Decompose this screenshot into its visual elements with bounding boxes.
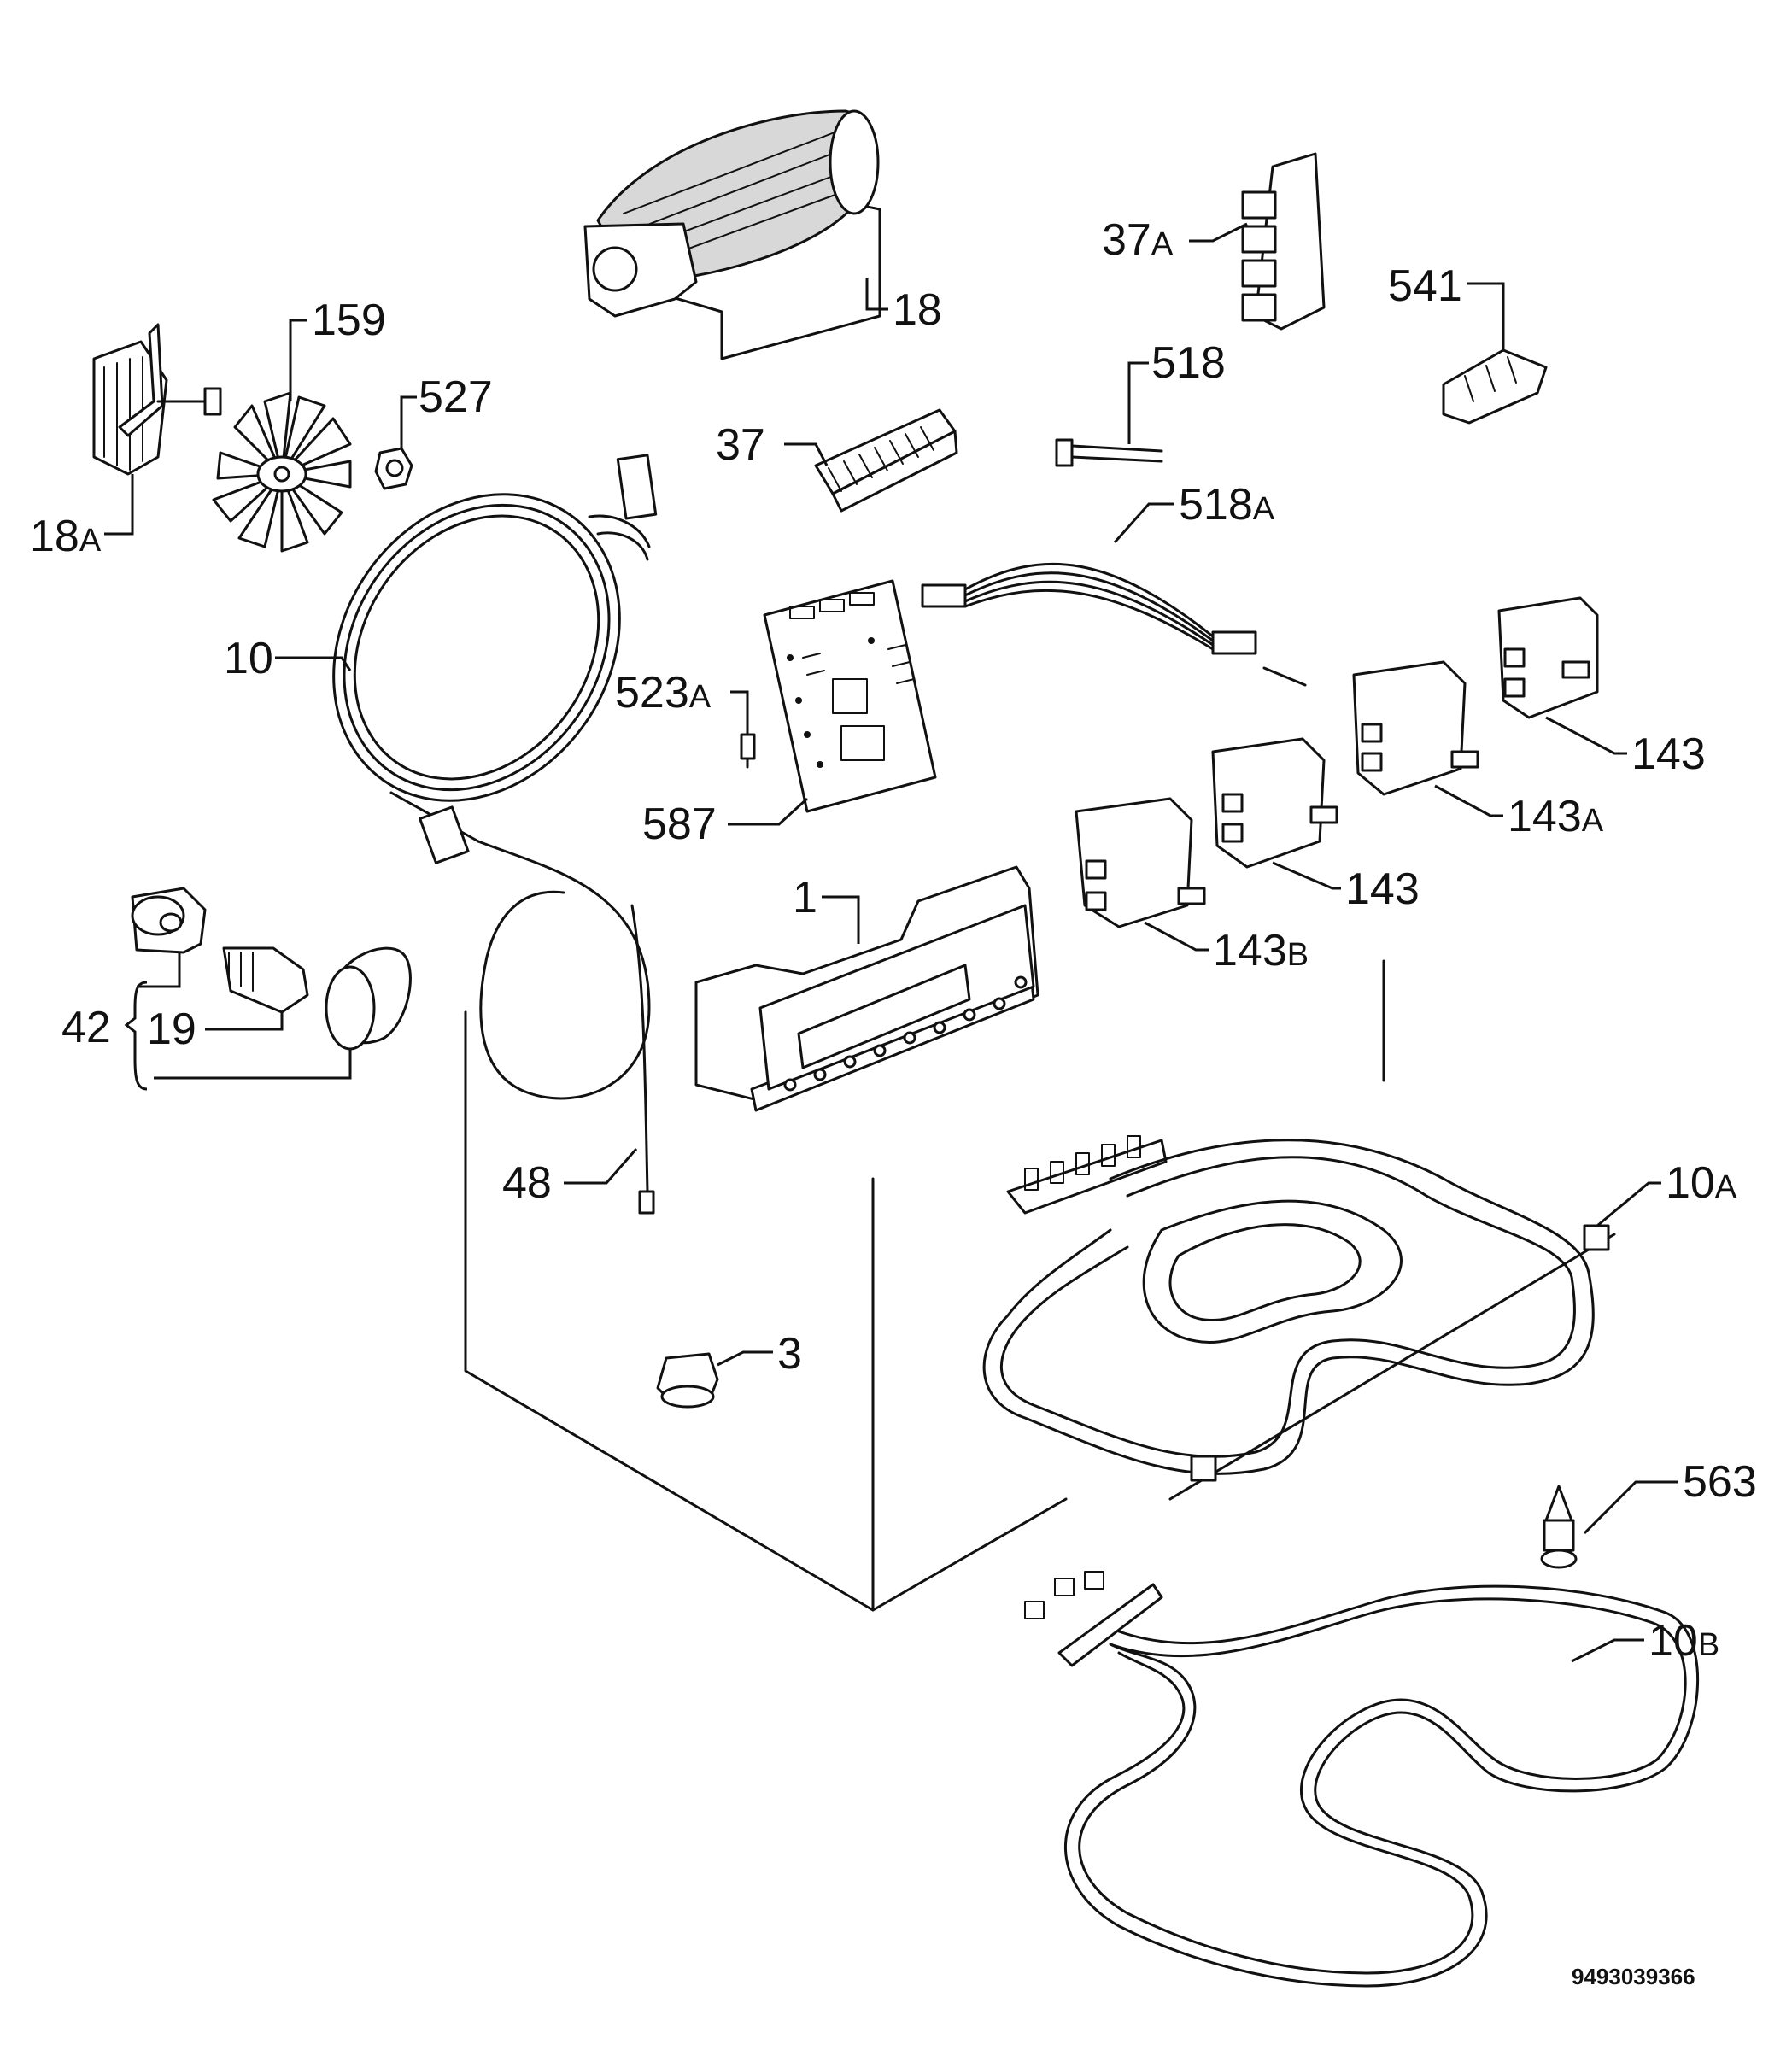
label-518a-number: 518: [1179, 480, 1253, 530]
label-527: 527: [419, 372, 493, 422]
part-143b-switch: [1075, 797, 1209, 952]
label-3: 3: [777, 1329, 802, 1379]
label-518: 518: [1151, 338, 1226, 388]
part-527-nut: [374, 395, 417, 490]
label-518a: 518A: [1179, 480, 1275, 530]
part-37a-terminal-strip: [1189, 152, 1326, 331]
label-143-top: 143: [1631, 729, 1706, 779]
label-143a-number: 143: [1508, 792, 1582, 841]
label-159: 159: [312, 296, 386, 345]
part-42-lamp-assembly: [124, 887, 412, 1091]
label-143b-suffix: B: [1287, 937, 1309, 973]
part-563-foot: [1540, 1480, 1678, 1569]
label-19: 19: [147, 1004, 196, 1054]
part-10a-grill-element: [982, 1135, 1661, 1501]
label-143a-suffix: A: [1582, 803, 1604, 839]
label-37a-suffix: A: [1151, 226, 1174, 262]
label-37: 37: [716, 420, 765, 470]
label-18a-suffix: A: [79, 523, 102, 559]
part-587-pcb: [728, 579, 937, 826]
callout-labels: 18 18A 159 527 10 37 37A 541 518 518A 52…: [30, 215, 1757, 1989]
oven-frame-outline: [464, 666, 1385, 1612]
part-518-sensor-pin: [1055, 361, 1163, 467]
label-143-mid: 143: [1345, 864, 1420, 914]
part-518a-wiring-harness: [921, 502, 1257, 655]
label-143a: 143A: [1508, 792, 1604, 841]
label-10: 10: [224, 634, 273, 683]
label-563: 563: [1683, 1457, 1757, 1507]
part-48-sensor: [389, 791, 655, 1215]
part-18-tangential-fan: [583, 109, 888, 360]
part-159-fan-wheel: [212, 319, 352, 553]
part-143-switch-mid: [1211, 737, 1341, 890]
label-523a: 523A: [615, 668, 712, 718]
part-18a-fan-motor: [92, 323, 222, 536]
label-18: 18: [893, 285, 942, 335]
label-48: 48: [502, 1158, 552, 1208]
label-42: 42: [61, 1003, 111, 1052]
label-10a: 10A: [1666, 1158, 1737, 1208]
label-587: 587: [642, 800, 717, 849]
label-143b: 143B: [1213, 926, 1309, 975]
label-523a-suffix: A: [689, 679, 712, 715]
part-143-switch-top: [1497, 596, 1627, 755]
label-10a-number: 10: [1666, 1158, 1715, 1208]
part-523a-pin: [730, 690, 756, 769]
label-10a-suffix: A: [1715, 1169, 1737, 1205]
part-10-circular-element: [275, 454, 658, 802]
label-1: 1: [793, 873, 817, 922]
label-523a-number: 523: [615, 668, 689, 718]
label-37a-number: 37: [1102, 215, 1151, 265]
label-18a: 18A: [30, 512, 102, 561]
document-number: 9493039366: [1572, 1964, 1695, 1989]
label-518a-suffix: A: [1253, 491, 1275, 527]
part-1-control-panel: [694, 865, 1039, 1112]
part-10b-bottom-element: [1024, 1571, 1699, 1988]
part-3-thermostat: [656, 1350, 773, 1409]
label-37a: 37A: [1102, 215, 1174, 265]
part-37-terminal-block: [784, 408, 958, 512]
label-10b: 10B: [1649, 1616, 1719, 1666]
label-541: 541: [1388, 261, 1462, 311]
part-143a-switch: [1352, 660, 1503, 817]
label-10b-number: 10: [1649, 1616, 1698, 1666]
part-541-connector: [1442, 282, 1548, 425]
label-18a-number: 18: [30, 512, 79, 561]
label-143b-number: 143: [1213, 926, 1287, 975]
label-10b-suffix: B: [1698, 1627, 1719, 1663]
